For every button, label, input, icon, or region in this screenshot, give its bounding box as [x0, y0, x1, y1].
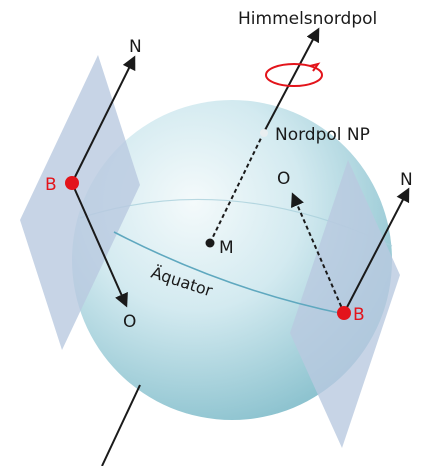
- observer-dot-left: [65, 176, 79, 190]
- label-north-pole: Nordpol NP: [275, 125, 370, 145]
- rotation-ellipse: [265, 63, 323, 87]
- earth-axis-upper: [263, 27, 320, 133]
- label-north-left: N: [129, 37, 142, 57]
- left-east-arrow: [71, 182, 128, 308]
- center-dot: [205, 238, 215, 248]
- earth-axis-lower: [101, 384, 141, 467]
- rotation-arrow-icon: [309, 62, 321, 72]
- left-north-arrow: [71, 55, 136, 184]
- label-observer-right: B: [353, 305, 365, 325]
- label-observer-left: B: [45, 175, 57, 195]
- label-celestial-pole: Himmelsnordpol: [238, 9, 377, 29]
- label-east-right: O: [277, 169, 290, 189]
- tangent-plane-right: [290, 160, 400, 448]
- label-north-right: N: [400, 170, 413, 190]
- right-north-arrow: [343, 187, 410, 314]
- north-pole-dot: [260, 129, 268, 137]
- label-center: M: [219, 238, 234, 258]
- equator-line: [113, 231, 345, 315]
- label-east-left: O: [123, 312, 136, 332]
- observer-dot-right: [337, 306, 351, 320]
- right-east-arrow: [291, 192, 345, 314]
